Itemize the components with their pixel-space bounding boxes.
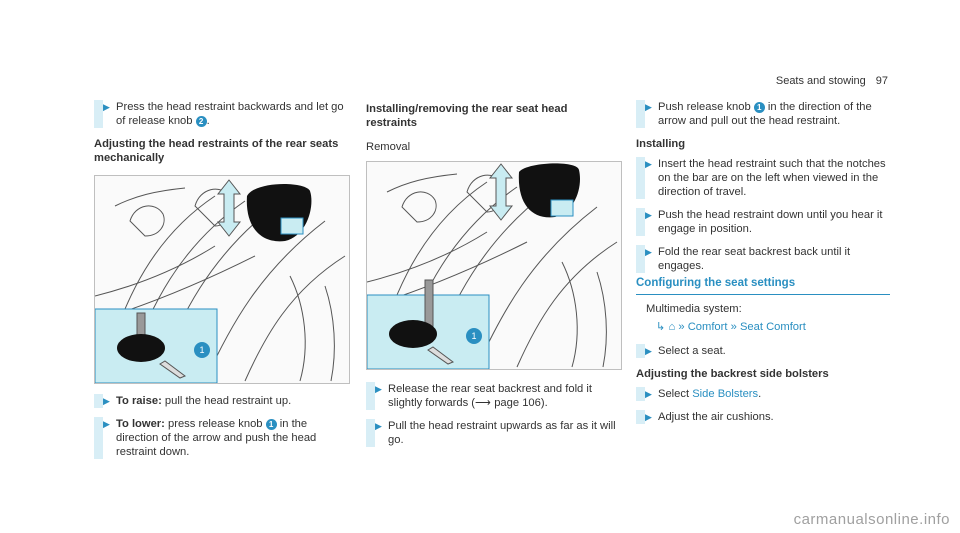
step-adjust-cushions: ▶ Adjust the air cushions. [636,410,891,424]
column-1-steps: ▶ To raise: pull the head restraint up. … [94,394,349,468]
step-lower: ▶ To lower: press release knob 1 in the … [94,417,349,459]
home-icon[interactable]: ⌂ [668,321,676,333]
knob-1-badge: 1 [265,418,277,430]
step-arrow-icon: ▶ [645,102,652,112]
menu-path: ↳ ⌂ » Comfort » Seat Comfort [636,320,891,334]
path-comfort[interactable]: Comfort [687,321,728,333]
step-arrow-icon: ▶ [645,346,652,356]
knob-2-badge: 2 [195,115,207,127]
page-ref-arrow-icon: ⟶ [475,397,492,409]
step-pull-up: ▶ Pull the head restraint upwards as far… [366,419,621,447]
step-arrow-icon: ▶ [645,159,652,169]
path-seat-comfort[interactable]: Seat Comfort [739,321,806,333]
figure-head-restraint-mechanical: 1 [94,175,350,384]
section-name: Seats and stowing [775,75,866,87]
page-reference-link[interactable]: page 106 [494,397,541,409]
column-2-steps: ▶ Release the rear seat backrest and fol… [366,382,621,456]
step-arrow-icon: ▶ [103,102,110,112]
step-push-knob: ▶ Push release knob 1 in the direction o… [636,100,891,128]
page-number: 97 [875,75,888,87]
step-arrow-icon: ▶ [645,247,652,257]
install-step-3: ▶ Fold the rear seat backrest back until… [636,245,891,273]
column-3: ▶ Push release knob 1 in the direction o… [636,100,891,282]
figure-head-restraint-removal: 1 [366,161,622,370]
column-3-lower: Multimedia system: ↳ ⌂ » Comfort » Seat … [636,302,891,433]
step-arrow-icon: ▶ [375,421,382,431]
removal-heading: Removal [366,141,411,153]
installing-heading: Installing [636,138,686,150]
page-header: Seats and stowing 97 [776,74,888,88]
path-separator-icon: » [730,321,737,333]
step-arrow-icon: ▶ [645,210,652,220]
figure-callout-1: 1 [471,331,476,341]
column-2: Installing/removing the rear seat head r… [366,100,621,154]
knob-1-badge: 1 [753,101,765,113]
install-step-2: ▶ Push the head restraint down until you… [636,208,891,236]
step-arrow-icon: ▶ [103,419,110,429]
subhead-install-remove: Installing/removing the rear seat head r… [366,103,568,129]
step-press-backwards: ▶ Press the head restraint backwards and… [94,100,349,128]
step-select-bolsters: ▶ Select Side Bolsters. [636,387,891,401]
return-arrow-icon: ↳ [656,321,666,333]
path-separator-icon: » [678,321,685,333]
install-step-1: ▶ Insert the head restraint such that th… [636,157,891,199]
step-arrow-icon: ▶ [375,384,382,394]
subhead-bolsters: Adjusting the backrest side bolsters [636,368,829,380]
column-1: ▶ Press the head restraint backwards and… [94,100,349,171]
multimedia-label: Multimedia system: [646,303,742,315]
step-arrow-icon: ▶ [645,389,652,399]
step-arrow-icon: ▶ [103,396,110,406]
watermark: carmanualsonline.info [793,511,950,528]
step-raise: ▶ To raise: pull the head restraint up. [94,394,349,408]
figure-callout-1: 1 [199,345,204,355]
side-bolsters-link[interactable]: Side Bolsters [692,388,759,400]
subhead-mechanical: Adjusting the head restraints of the rea… [94,138,339,164]
step-arrow-icon: ▶ [645,412,652,422]
section-title-seat-settings: Configuring the seat settings [636,276,890,295]
step-release-backrest: ▶ Release the rear seat backrest and fol… [366,382,621,410]
step-select-seat: ▶ Select a seat. [636,344,891,358]
